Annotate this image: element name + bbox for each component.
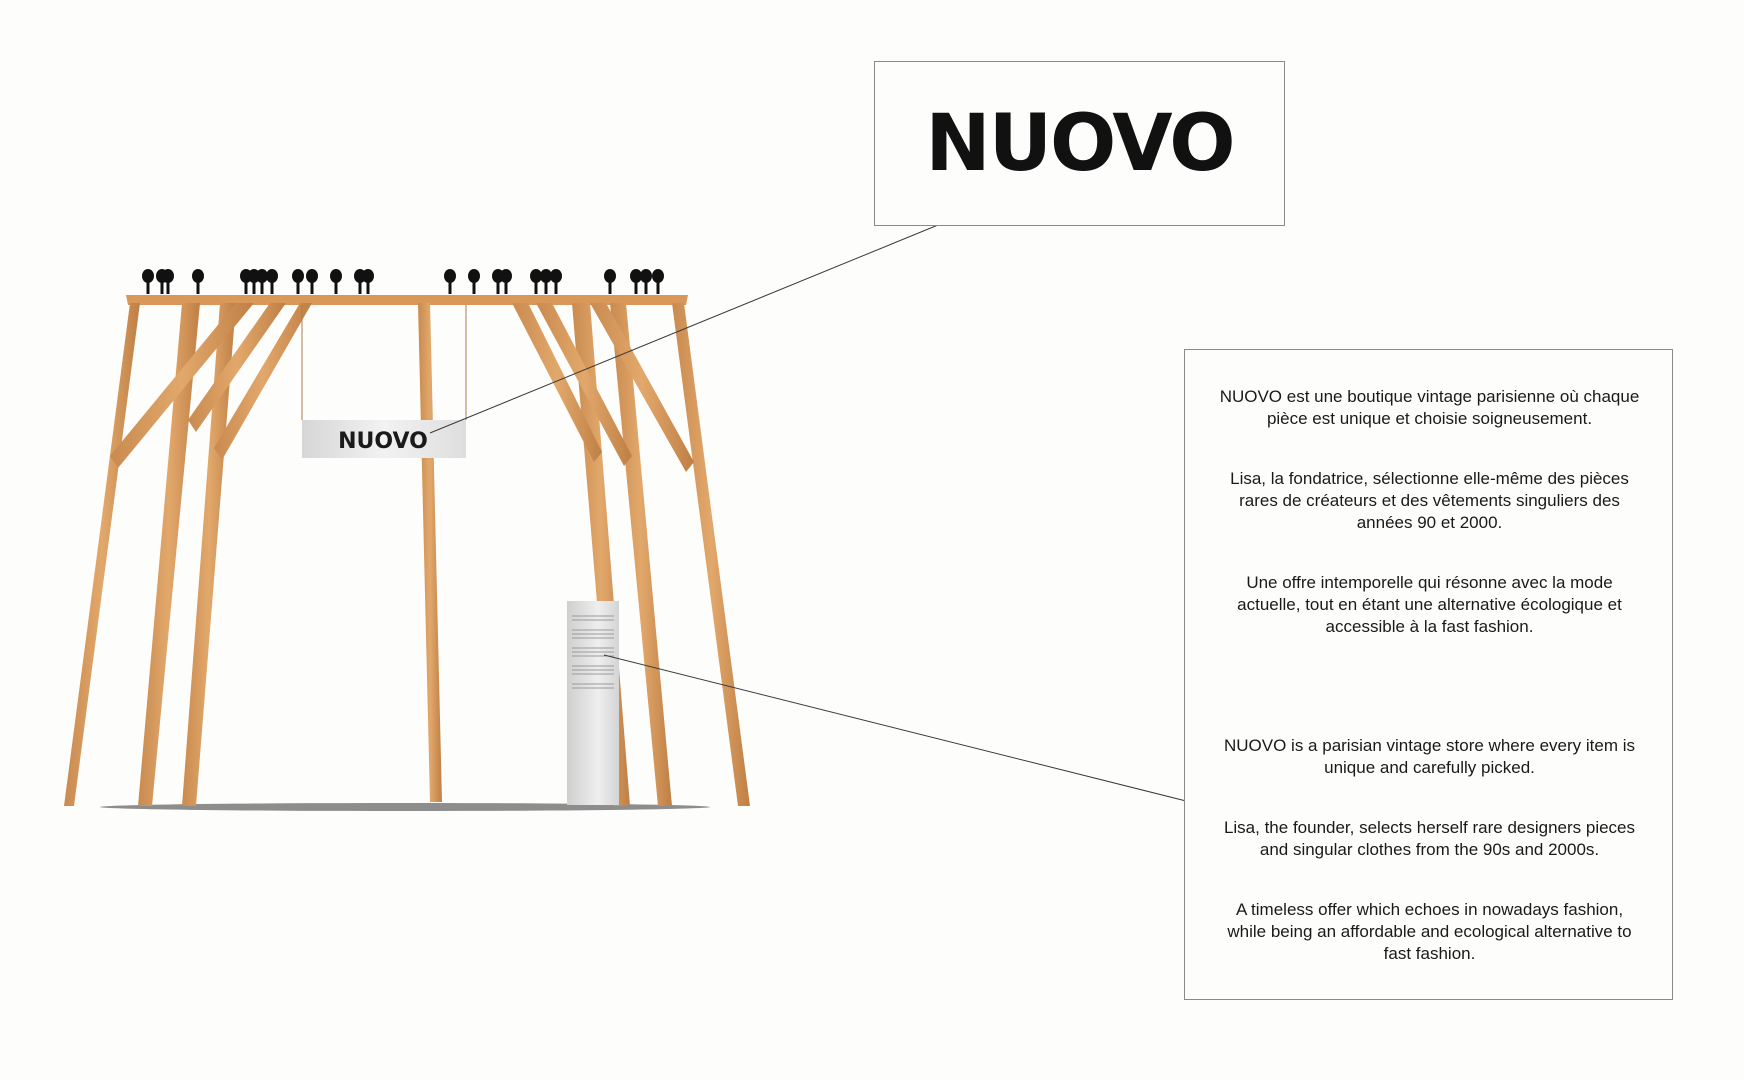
- logo-callout-box: NUOVO: [874, 61, 1285, 226]
- spotlight-icon: [256, 269, 268, 294]
- spotlight-icon: [604, 269, 616, 294]
- spotlight-icon: [540, 269, 552, 294]
- spotlight-icon: [640, 269, 652, 294]
- spotlight-icon: [306, 269, 318, 294]
- spotlight-icon: [630, 269, 642, 294]
- hanging-sign-text: NUOVO: [338, 429, 428, 454]
- info-totem: [567, 601, 619, 805]
- spotlight-icon: [330, 269, 342, 294]
- wooden-frame: [64, 295, 750, 806]
- logo-text: NUOVO: [925, 98, 1235, 189]
- spotlight-icon: [362, 269, 374, 294]
- spotlight-icon: [444, 269, 456, 294]
- leader-line-logo: [429, 197, 1005, 434]
- description-en-3: A timeless offer which echoes in nowaday…: [1227, 900, 1632, 963]
- spotlight-icon: [192, 269, 204, 294]
- spotlight-icon: [292, 269, 304, 294]
- spotlight-icon: [530, 269, 542, 294]
- spotlight-icon: [500, 269, 512, 294]
- description-en-2: Lisa, the founder, selects herself rare …: [1223, 818, 1636, 859]
- spotlight-icon: [266, 269, 278, 294]
- leader-line-description: [603, 654, 1207, 807]
- spotlight-icon: [162, 269, 174, 294]
- spotlight-icon: [468, 269, 480, 294]
- hanging-sign: NUOVO: [301, 305, 467, 458]
- description-fr-1: NUOVO est une boutique vintage parisienn…: [1219, 387, 1640, 428]
- description-fr-2: Lisa, la fondatrice, sélectionne elle-mê…: [1230, 469, 1629, 532]
- description-fr-3: Une offre intemporelle qui résonne avec …: [1237, 573, 1622, 636]
- leader-lines: [429, 197, 1207, 807]
- spotlight-icon: [550, 269, 562, 294]
- spotlight-icon: [652, 269, 664, 294]
- spotlight-row: [142, 269, 664, 294]
- description-panel: NUOVO est une boutique vintage parisienn…: [1184, 349, 1673, 1000]
- spotlight-icon: [142, 269, 154, 294]
- floor-base: [100, 803, 710, 811]
- description-en-1: NUOVO is a parisian vintage store where …: [1224, 736, 1635, 777]
